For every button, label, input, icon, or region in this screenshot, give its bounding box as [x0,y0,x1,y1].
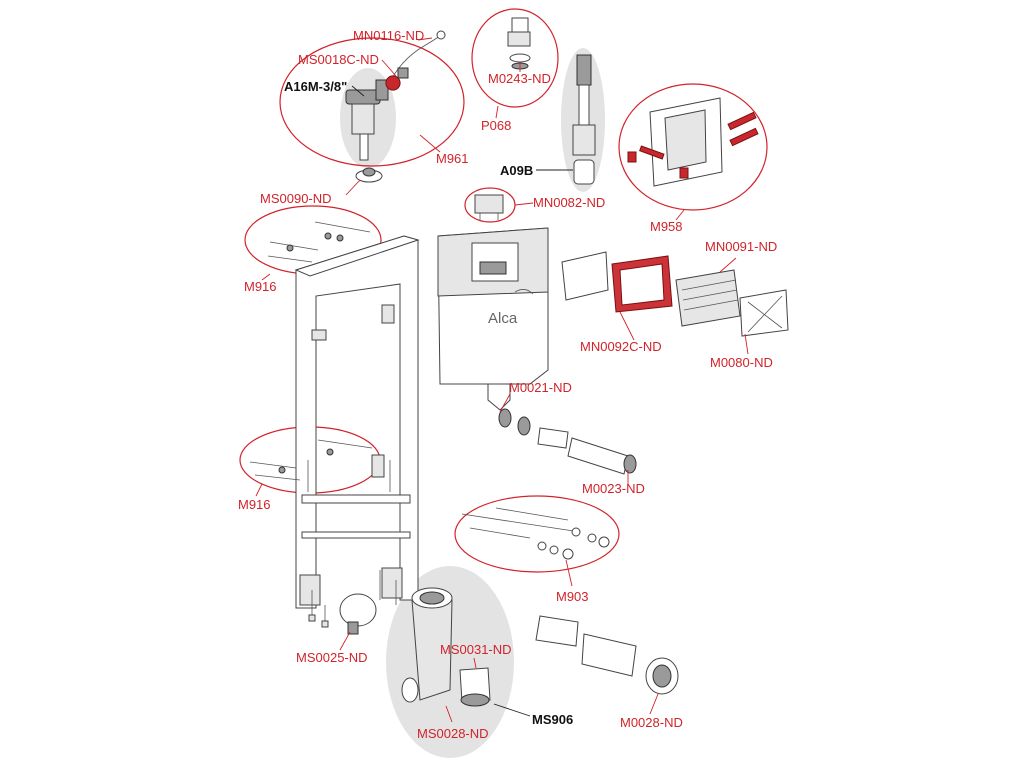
fill-valve-a16m [345,79,389,161]
label-mn0116: MN0116-ND [353,28,424,43]
label-m916-bottom: M916 [238,497,271,512]
label-m916-top: M916 [244,279,277,294]
label-m0243: M0243-ND [488,71,551,86]
flush-valve-a09b [572,54,596,185]
label-mn0092c: MN0092C-ND [580,339,662,354]
label-m903: M903 [556,589,589,604]
label-m0023: M0023-ND [582,481,645,496]
label-mn0082: MN0082-ND [533,195,605,210]
m903-ring [454,495,620,573]
part-mn0082 [474,194,504,220]
cistern-brand: Alca [488,310,518,327]
part-m0243 [507,17,531,70]
mounting-plate-m958 [627,97,759,187]
label-ms0018c: MS0018C-ND [298,52,379,67]
fixing-set-m903 [461,507,610,560]
cistern-tank: Alca [437,227,549,411]
label-ms0090: MS0090-ND [260,191,332,206]
label-m958: M958 [650,219,683,234]
label-a09b: A09B [500,163,533,178]
label-ms0025: MS0025-ND [296,650,368,665]
mounting-frame [294,235,420,609]
hose-mn0116 [385,30,446,91]
label-a16m: A16M-3/8" [284,79,347,94]
outlet-pipe-m0028 [535,615,679,695]
m961-ring [279,37,465,167]
label-m0080: M0080-ND [710,355,773,370]
flush-pipe-set [498,408,637,475]
label-ms906: MS906 [532,712,573,727]
anchor-set-m916-top [267,221,371,263]
label-m961: M961 [436,151,469,166]
part-ms0090 [355,167,383,183]
drain-set-ms906 [401,587,491,707]
label-ms0031: MS0031-ND [440,642,512,657]
label-m0021: M0021-ND [509,380,572,395]
clamp-ms0025 [339,593,377,635]
flush-frame-plates [561,251,789,337]
p068-ring [471,8,559,108]
label-mn0091: MN0091-ND [705,239,777,254]
m958-ring [618,83,768,211]
anchor-set-m916-bottom [249,439,373,481]
label-ms0028: MS0028-ND [417,726,489,741]
frame-anchor-bolts [308,570,397,628]
label-m0028: M0028-ND [620,715,683,730]
label-p068: P068 [481,118,511,133]
